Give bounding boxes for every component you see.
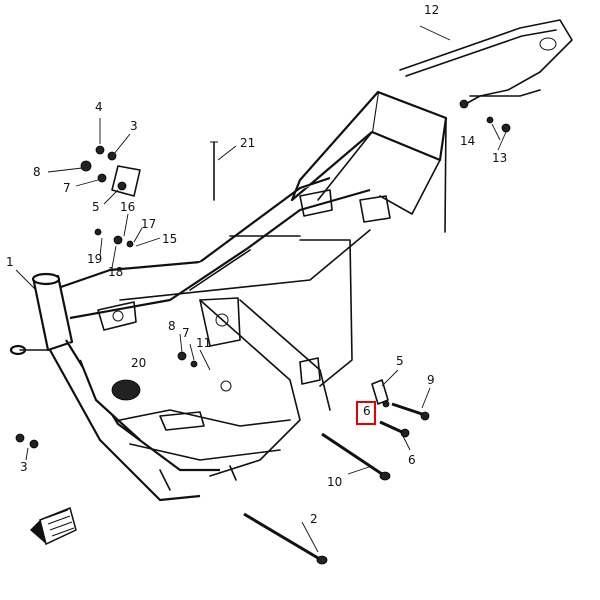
callout-19: 19 xyxy=(87,252,103,266)
callout-13: 13 xyxy=(492,151,508,165)
brackets xyxy=(97,189,391,431)
highlight-box xyxy=(356,401,376,425)
callout-10: 10 xyxy=(327,475,343,489)
callout-3: 3 xyxy=(130,119,138,133)
callout-7: 7 xyxy=(182,326,190,340)
front-arrow-icon xyxy=(30,506,77,546)
callout-14: 14 xyxy=(460,134,476,148)
callout-21: 21 xyxy=(240,136,256,150)
cradle xyxy=(49,239,353,502)
callout-2: 2 xyxy=(310,512,318,526)
emblem-plate xyxy=(111,379,141,401)
callout-7: 7 xyxy=(63,181,71,195)
callout-4: 4 xyxy=(95,100,103,114)
bolt-2 xyxy=(243,512,328,565)
callout-5: 5 xyxy=(92,200,100,214)
bolt-10 xyxy=(321,432,391,481)
callout-3: 3 xyxy=(20,460,28,474)
callout-6: 6 xyxy=(363,404,371,418)
callout-9: 9 xyxy=(427,373,435,387)
callout-5: 5 xyxy=(396,354,404,368)
leader-lines xyxy=(15,25,507,553)
callout-15: 15 xyxy=(162,232,178,246)
callout-11: 11 xyxy=(196,336,212,350)
grab-rail xyxy=(399,19,573,107)
main-frame-top xyxy=(57,176,371,320)
callout-12: 12 xyxy=(424,3,440,17)
callout-6: 6 xyxy=(408,453,416,467)
bolt-6 xyxy=(379,420,410,438)
callout-8: 8 xyxy=(33,165,41,179)
callout-20: 20 xyxy=(131,356,147,370)
steering-head xyxy=(9,272,74,356)
callout-18: 18 xyxy=(108,265,124,279)
callout-17: 17 xyxy=(141,217,157,231)
callout-8: 8 xyxy=(168,319,176,333)
bracket-5 xyxy=(371,379,389,405)
rear-frame xyxy=(290,90,448,233)
callout-1: 1 xyxy=(6,255,14,269)
callout-16: 16 xyxy=(120,200,136,214)
small-parts xyxy=(15,99,511,449)
bolt-21 xyxy=(210,141,218,201)
bolt-9 xyxy=(391,402,430,421)
